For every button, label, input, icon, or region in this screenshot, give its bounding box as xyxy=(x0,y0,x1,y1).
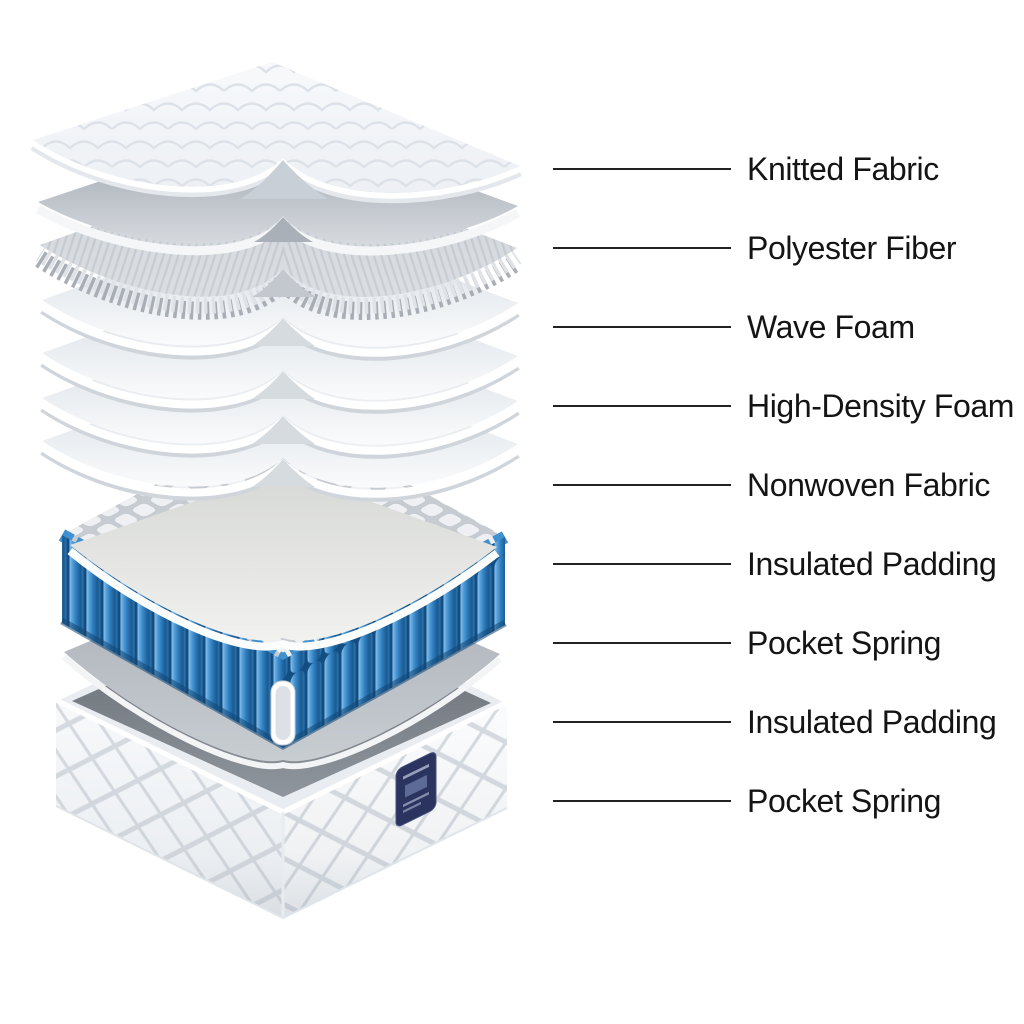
layer-label: Wave Foam xyxy=(747,308,915,345)
callout-high-density-foam: High-Density Foam xyxy=(553,384,1014,428)
leader-line xyxy=(553,326,731,328)
callout-pocket-spring-lower: Pocket Spring xyxy=(553,779,941,823)
callout-knitted-fabric: Knitted Fabric xyxy=(553,147,939,191)
corner-guard xyxy=(270,680,296,746)
leader-line xyxy=(553,168,731,170)
callout-insulated-padding-upper: Insulated Padding xyxy=(553,542,997,586)
leader-line xyxy=(553,405,731,407)
layer-label: Polyester Fiber xyxy=(747,229,957,266)
callout-nonwoven-fabric: Nonwoven Fabric xyxy=(553,463,990,507)
layer-label: Insulated Padding xyxy=(747,545,997,582)
layer-label: Insulated Padding xyxy=(747,703,997,740)
leader-line xyxy=(553,247,731,249)
callout-polyester-fiber: Polyester Fiber xyxy=(553,226,957,270)
callout-wave-foam: Wave Foam xyxy=(553,305,915,349)
leader-line xyxy=(553,721,731,723)
layer-label: Pocket Spring xyxy=(747,782,942,819)
knitted-fabric-layer xyxy=(30,62,522,204)
leader-line xyxy=(553,484,731,486)
layer-label: Pocket Spring xyxy=(747,624,942,661)
layer-label: Nonwoven Fabric xyxy=(747,466,991,503)
brand-label-tag xyxy=(395,752,437,827)
leader-line xyxy=(553,563,731,565)
callout-insulated-padding-lower: Insulated Padding xyxy=(553,700,997,744)
callout-pocket-spring-upper: Pocket Spring xyxy=(553,621,941,665)
leader-line xyxy=(553,642,731,644)
layer-label: High-Density Foam xyxy=(747,387,1015,424)
leader-line xyxy=(553,800,731,802)
mattress-exploded-illustration xyxy=(30,62,523,920)
layer-label: Knitted Fabric xyxy=(747,150,939,187)
